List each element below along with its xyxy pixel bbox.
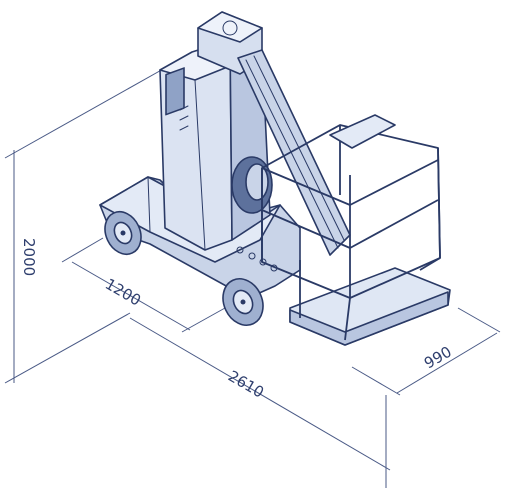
- control-panel: [165, 67, 185, 116]
- length-dimension-label: 2610: [225, 367, 267, 402]
- machine-illustration: [99, 11, 451, 346]
- front-wheel: [104, 211, 142, 255]
- platform-tray: [329, 114, 396, 149]
- height-dimension-label: 2000: [20, 238, 38, 276]
- width-dimension-label: 1200: [102, 275, 144, 310]
- dimension-lines: [4, 67, 501, 488]
- rear-wheel: [222, 278, 264, 326]
- top-unit-lid: [197, 11, 263, 43]
